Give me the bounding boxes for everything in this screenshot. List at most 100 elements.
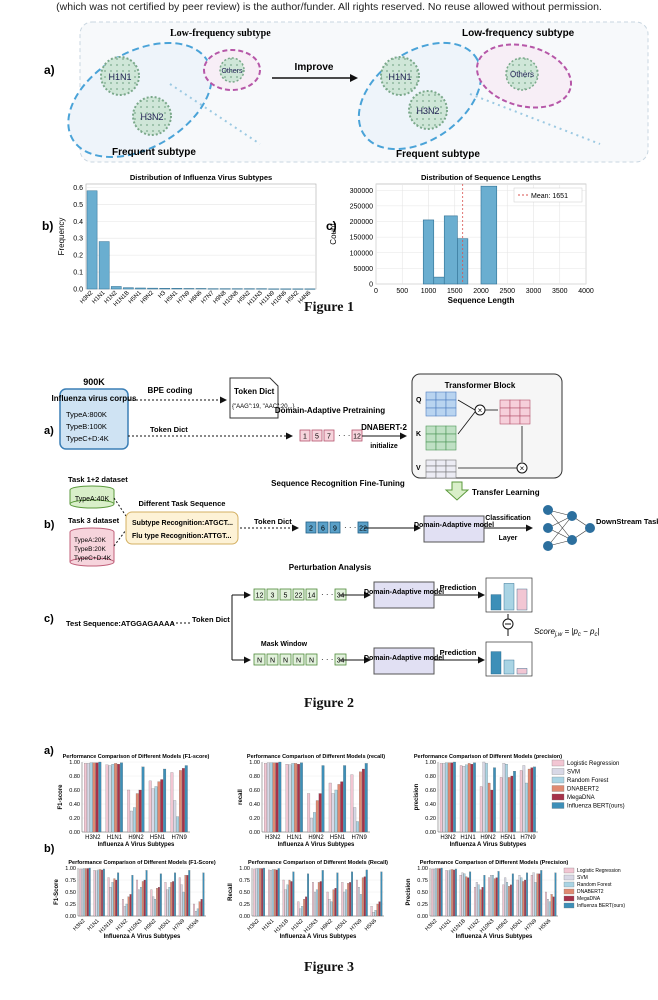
corpus-title: Influenza virus corpus bbox=[52, 394, 137, 403]
chart-title: Performance Comparison of Different Mode… bbox=[63, 754, 210, 760]
bar bbox=[113, 878, 116, 917]
flu-rec: Flu type Recognition:ATTGT... bbox=[132, 533, 231, 540]
bar bbox=[105, 764, 109, 833]
x-tick-label: H9N2 bbox=[128, 835, 144, 841]
virus-h1n1-left: H1N1 bbox=[100, 56, 140, 96]
figure3-caption: Figure 3 bbox=[304, 960, 354, 975]
bar bbox=[554, 872, 557, 917]
bar bbox=[138, 789, 142, 833]
da-model-label: Domain-Adaptive model bbox=[414, 522, 494, 529]
bar bbox=[467, 877, 470, 917]
legend-swatch bbox=[563, 867, 575, 874]
x-tick-label: H3 bbox=[157, 290, 167, 300]
bar bbox=[527, 768, 531, 833]
layer-label: Layer bbox=[499, 535, 518, 542]
y-tick-label: 0.00 bbox=[425, 830, 436, 836]
y-tick-label: 0 bbox=[369, 282, 373, 289]
bar bbox=[198, 901, 201, 917]
matrix-cell bbox=[425, 399, 437, 409]
figure1-svg: a) H1N1 H3N2 Others Low-frequency subtyp… bbox=[42, 21, 649, 308]
nn-edge bbox=[547, 509, 573, 541]
panel-b-label: b) bbox=[42, 219, 53, 233]
matrix-cell bbox=[425, 441, 437, 451]
bar bbox=[359, 894, 362, 917]
bar bbox=[297, 764, 300, 833]
x-axis-label: Sequence Length bbox=[448, 296, 515, 305]
bar bbox=[479, 786, 483, 833]
bar bbox=[328, 782, 332, 833]
bar bbox=[506, 882, 509, 917]
task3-row: TypeC+D:4K bbox=[74, 555, 112, 562]
bar bbox=[513, 771, 516, 833]
f1-chart-b: Performance Comparison of Different Mode… bbox=[54, 860, 216, 940]
matrix-cell bbox=[445, 407, 457, 417]
bar bbox=[312, 882, 314, 917]
y-tick-label: 1.00 bbox=[249, 760, 260, 766]
svg-text:×: × bbox=[520, 464, 525, 473]
token-box bbox=[253, 588, 266, 601]
bar bbox=[135, 793, 139, 833]
task12-db bbox=[69, 499, 115, 509]
bar bbox=[536, 873, 539, 917]
x-tick-label: 3500 bbox=[552, 288, 568, 295]
improve-label: Improve bbox=[295, 62, 334, 73]
bar bbox=[272, 762, 276, 833]
matrix-cell bbox=[435, 465, 447, 473]
sequence-length-chart: Distribution of Sequence Lengths05000010… bbox=[329, 173, 594, 305]
bar bbox=[158, 887, 160, 917]
bar bbox=[442, 763, 446, 833]
bar bbox=[194, 911, 197, 917]
svg-text:Others: Others bbox=[221, 68, 243, 75]
x-tick-label: H7N9 bbox=[172, 835, 188, 841]
bar bbox=[315, 800, 319, 833]
mini-bar bbox=[516, 668, 528, 675]
token-label: N bbox=[309, 658, 314, 665]
classification-network-icon bbox=[543, 505, 595, 551]
bar bbox=[98, 761, 102, 833]
bar bbox=[269, 762, 273, 833]
bar bbox=[483, 875, 486, 917]
bar bbox=[176, 816, 180, 833]
ellipsis: · · · bbox=[321, 590, 333, 599]
bar bbox=[439, 763, 443, 833]
y-tick-label: 0.20 bbox=[425, 816, 436, 822]
x-axis-label: Influenza A Virus Subtypes bbox=[280, 934, 357, 940]
dnabert-label: DNABERT-2 bbox=[361, 423, 407, 432]
bar bbox=[345, 889, 348, 917]
v-label: V bbox=[416, 465, 421, 472]
bar bbox=[336, 872, 339, 917]
bar bbox=[499, 777, 503, 833]
bar bbox=[520, 877, 523, 917]
bar bbox=[86, 763, 90, 833]
y-axis-label: recall bbox=[238, 789, 244, 805]
chart-title: Performance Comparison of Different Mode… bbox=[247, 754, 385, 760]
bar bbox=[365, 869, 368, 917]
token-box bbox=[253, 653, 266, 666]
bar bbox=[83, 868, 85, 917]
y-tick-label: 0.50 bbox=[65, 890, 76, 896]
bar bbox=[143, 879, 146, 917]
token-label: N bbox=[257, 658, 262, 665]
y-tick-label: 0.1 bbox=[73, 270, 83, 277]
x-tick-label: H5N1 bbox=[158, 918, 172, 932]
bar bbox=[343, 891, 346, 917]
bar bbox=[166, 889, 169, 917]
bar bbox=[380, 871, 383, 917]
y-tick-label: 0.00 bbox=[239, 914, 250, 920]
bar bbox=[263, 867, 266, 917]
matrix-cell bbox=[425, 425, 437, 435]
token-label: 1 bbox=[303, 434, 307, 441]
x-tick-label: H7N9 bbox=[520, 835, 536, 841]
bar bbox=[546, 899, 549, 917]
bar bbox=[353, 807, 357, 833]
bar bbox=[310, 817, 313, 833]
y-tick-label: 1.00 bbox=[425, 760, 436, 766]
virus-others-left: Others bbox=[219, 57, 245, 83]
x-tick-label: H5N1 bbox=[335, 918, 349, 932]
bar bbox=[154, 899, 157, 917]
bar bbox=[286, 884, 289, 917]
bar bbox=[453, 869, 455, 917]
bar bbox=[275, 762, 279, 833]
